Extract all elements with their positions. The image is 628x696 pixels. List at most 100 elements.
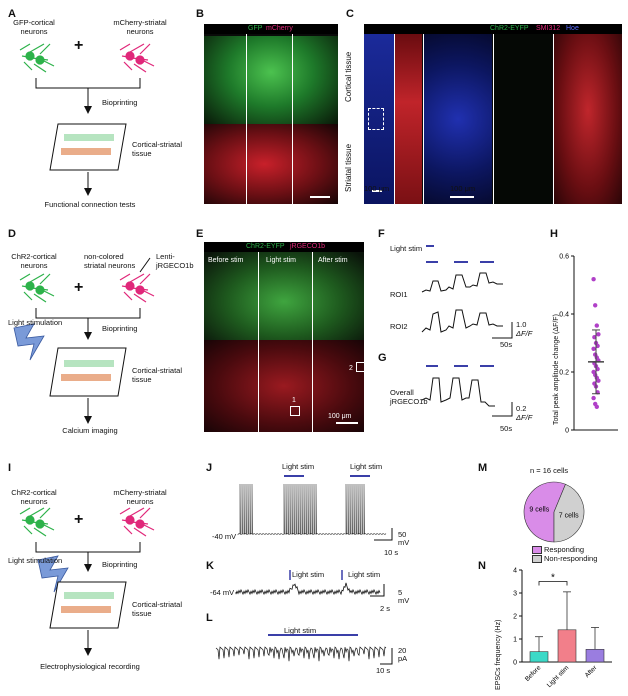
- n-bar: [529, 651, 549, 663]
- panel-label-b: B: [196, 8, 204, 20]
- n-tick-label: 0: [513, 660, 517, 667]
- panel-c-legend-hoe: Hoe: [566, 25, 579, 32]
- panel-d-schematic: [13, 257, 155, 424]
- h-tick-label: 0: [565, 428, 569, 435]
- panel-f-scale-y-unit: ΔF/F: [516, 329, 533, 338]
- panel-i-step: Bioprinting: [102, 560, 138, 569]
- panel-b-legend-mcherry: mCherry: [266, 25, 293, 32]
- panel-l-scale-y-unit: pA: [398, 654, 408, 663]
- panel-a-schematic: [19, 43, 155, 196]
- n-bar: [585, 649, 605, 663]
- pie-slice-label: 9 cells: [529, 507, 549, 514]
- panel-label-m: M: [478, 462, 488, 474]
- light-bolt-icon: [13, 323, 45, 361]
- panel-d-light: Light stimulation: [8, 318, 63, 327]
- panel-g-scale-y: 0.2: [516, 404, 527, 413]
- n-sig-star: *: [551, 573, 555, 584]
- tissue-slab-icon: [49, 123, 127, 171]
- panel-e-legend-chr2: ChR2-EYFP: [246, 243, 285, 250]
- panel-c-legend-smi: SMI312: [536, 25, 561, 32]
- panel-a-step: Bioprinting: [102, 98, 138, 107]
- panel-j-stim2: Light stim: [350, 462, 383, 471]
- panel-j-stim1: Light stim: [282, 462, 315, 471]
- neuron-magenta-icon: [119, 43, 155, 73]
- panel-label-d: D: [8, 228, 16, 240]
- h-point: [594, 323, 599, 328]
- panel-c-micrograph: ChR2-EYFP SMI312 Hoe: [364, 24, 622, 204]
- panel-j-baseline: -40 mV: [212, 532, 237, 541]
- panel-label-l: L: [206, 612, 213, 624]
- panel-label-h: H: [550, 228, 558, 240]
- neuron-magenta-icon: [119, 273, 155, 303]
- h-point: [595, 343, 600, 349]
- panel-a-outcome: Functional connection tests: [44, 200, 136, 209]
- n-tick-label: 4: [513, 568, 517, 575]
- n-sig-bracket: [538, 581, 568, 586]
- panel-f-scale-y: 1.0: [516, 320, 527, 329]
- panel-d-outcome: Calcium imaging: [62, 426, 118, 435]
- panel-c-scale-left: 100 μm: [364, 184, 390, 193]
- panel-i-tissue: Cortical-striatal tissue: [132, 600, 183, 618]
- neuron-green-icon: [19, 507, 55, 537]
- panel-k-scale-y-unit: mV: [398, 596, 410, 605]
- panel-l-stim: Light stim: [284, 626, 317, 635]
- n-bar: [557, 629, 577, 663]
- panel-j-scale-x: 10 s: [384, 548, 399, 557]
- light-bolt-icon: [37, 555, 69, 593]
- panel-e-micrograph: ChR2-EYFP jRGECO1b Before stim Light sti…: [204, 242, 364, 432]
- panel-label-g: G: [378, 352, 387, 364]
- neuron-magenta-icon: [119, 507, 155, 537]
- panel-c-legend-chr2: ChR2-EYFP: [490, 25, 529, 32]
- panel-a-left-source: GFP-cortical neurons: [13, 18, 55, 36]
- panel-e-col-before: Before stim: [208, 257, 244, 264]
- panel-e-roi-2: 2: [349, 365, 353, 372]
- panel-label-c: C: [346, 8, 354, 20]
- panel-l-scale-y: 20: [398, 646, 407, 655]
- panel-c-scale-right: 100 μm: [450, 184, 476, 193]
- n-tick-label: 3: [513, 591, 517, 598]
- panel-j-trace: [237, 475, 393, 541]
- n-category-label: After: [584, 664, 599, 679]
- panel-label-f: F: [378, 228, 385, 240]
- panel-l-trace: [215, 634, 393, 665]
- n-category-label: Light stim: [546, 664, 571, 689]
- panel-h-scatter: 00.20.40.6: [559, 254, 618, 435]
- panel-b-legend-gfp: GFP: [248, 25, 263, 32]
- panel-m-legend-non: Non-responding: [544, 554, 598, 563]
- panel-m-title: n = 16 cells: [530, 466, 569, 475]
- panel-f-roi1: ROI1: [390, 290, 408, 299]
- h-point: [593, 303, 598, 308]
- panel-j-scale-y-unit: mV: [398, 538, 410, 547]
- legend-swatch-nonresponding: [532, 555, 542, 563]
- panel-i-outcome: Electrophysiological recording: [40, 662, 140, 671]
- panel-k-baseline: -64 mV: [210, 588, 235, 597]
- panel-g-trace-label: Overall jRGECO1b: [390, 388, 428, 406]
- pie-slice: [553, 483, 585, 543]
- panel-label-k: K: [206, 560, 214, 572]
- h-point: [591, 346, 596, 351]
- panel-i-right-source: mCherry-striatal neurons: [113, 488, 167, 506]
- l-current-trace: [215, 646, 387, 662]
- panel-f-roi1-trace: [421, 272, 503, 293]
- panel-f-scale-x: 50s: [500, 340, 513, 349]
- panel-k-scale-y: 5: [398, 588, 403, 597]
- panel-f-roi2: ROI2: [390, 322, 408, 331]
- panel-d-step: Bioprinting: [102, 324, 138, 333]
- panel-c-side-bottom: Striatal tissue: [344, 143, 353, 192]
- panel-f-stim: Light stim: [390, 244, 423, 253]
- panel-e-roi-1: 1: [292, 397, 296, 404]
- j-voltage-trace: [237, 483, 387, 536]
- panel-i-light: Light stimulation: [8, 556, 63, 565]
- panel-d-tissue: Cortical-striatal tissue: [132, 366, 183, 384]
- h-tick-label: 0.2: [559, 370, 569, 377]
- panel-label-i: I: [8, 462, 12, 474]
- k-voltage-trace: [235, 582, 381, 596]
- n-tick-label: 2: [513, 614, 517, 621]
- panel-c-side-top: Cortical tissue: [344, 51, 353, 102]
- panel-k-stim2: Light stim: [348, 570, 381, 579]
- panel-d-plus: +: [74, 279, 84, 296]
- panel-label-e: E: [196, 228, 204, 240]
- panel-k-scale-x: 2 s: [380, 604, 391, 613]
